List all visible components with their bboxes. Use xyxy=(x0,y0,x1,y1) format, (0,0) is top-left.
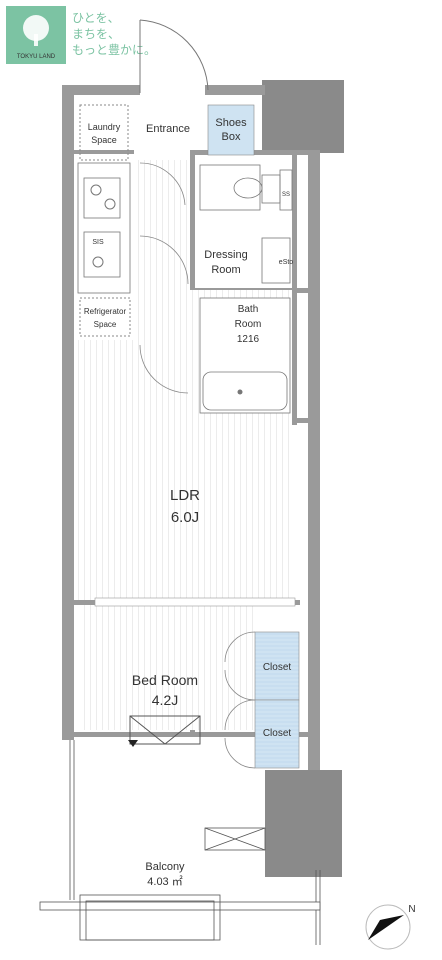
bathroom xyxy=(199,297,291,414)
sliding-partition xyxy=(94,597,296,607)
refrigerator-space xyxy=(79,297,131,337)
structural-column-top xyxy=(262,80,344,153)
bath-label-2: Room xyxy=(235,319,262,330)
shelf-label: SS xyxy=(282,192,290,198)
shoes-box-label-1: Shoes xyxy=(215,117,247,129)
bathtub xyxy=(202,371,288,411)
shoes-box xyxy=(207,104,255,156)
kitchen-sink xyxy=(83,231,121,278)
laundry-label-1: Laundry xyxy=(88,122,121,132)
structural-column-bottom xyxy=(265,770,342,877)
ldr-size: 6.0J xyxy=(171,509,199,526)
shoes-box-label-2: Box xyxy=(222,131,241,143)
kitchen-counter: SIS xyxy=(77,162,131,294)
laundry-label-2: Space xyxy=(91,135,117,145)
entrance-label: Entrance xyxy=(146,123,190,135)
washbasin xyxy=(261,237,291,284)
bedroom-floor xyxy=(80,605,255,730)
balcony-size: 4.03 ㎡ xyxy=(147,875,182,888)
ceiling-hatch xyxy=(129,715,201,745)
bath-label-3: 1216 xyxy=(237,334,260,345)
ldr-label: LDR xyxy=(170,487,200,504)
laundry-space xyxy=(79,104,129,161)
corridor-floor xyxy=(134,160,190,290)
closet-label-1: Closet xyxy=(263,662,292,673)
bedroom-size: 4.2J xyxy=(152,692,178,708)
logo-tagline-1: ひとを、 xyxy=(72,11,120,25)
compass-north-label: N xyxy=(408,904,415,915)
entrance-door xyxy=(139,19,209,93)
logo-brand: TOKYU LAND xyxy=(17,54,56,60)
compass: N xyxy=(365,904,416,950)
balcony-railing xyxy=(39,901,321,911)
ldr-floor-left xyxy=(74,340,134,600)
balcony xyxy=(39,740,321,945)
logo-tagline-3: もっと豊かに。 xyxy=(72,43,156,57)
north-arrow-icon xyxy=(368,915,404,940)
balcony-hatch xyxy=(204,827,266,851)
stove xyxy=(83,177,121,219)
logo-tagline-2: まちを、 xyxy=(72,27,120,41)
refrigerator-label-1: Refrigerator xyxy=(84,307,127,316)
bath-label-1: Bath xyxy=(238,304,259,315)
estore-label: eSto xyxy=(279,259,294,266)
sink-label: SIS xyxy=(92,239,104,246)
brand-logo: TOKYU LAND ひとを、 まちを、 もっと豊かに。 xyxy=(6,6,156,64)
dressing-label-1: Dressing xyxy=(204,249,247,261)
closet-label-2: Closet xyxy=(263,728,292,739)
balcony-label: Balcony xyxy=(145,861,185,873)
toilet xyxy=(199,164,293,211)
closet-1 xyxy=(254,631,300,701)
closet-doors xyxy=(224,631,256,769)
dressing-label-2: Room xyxy=(211,264,240,276)
refrigerator-label-2: Space xyxy=(94,320,117,329)
outer-walls xyxy=(62,85,320,770)
interior-doors xyxy=(139,162,189,394)
window-marker xyxy=(128,740,138,747)
bedroom-label: Bed Room xyxy=(132,672,198,688)
closet-2 xyxy=(254,699,300,769)
